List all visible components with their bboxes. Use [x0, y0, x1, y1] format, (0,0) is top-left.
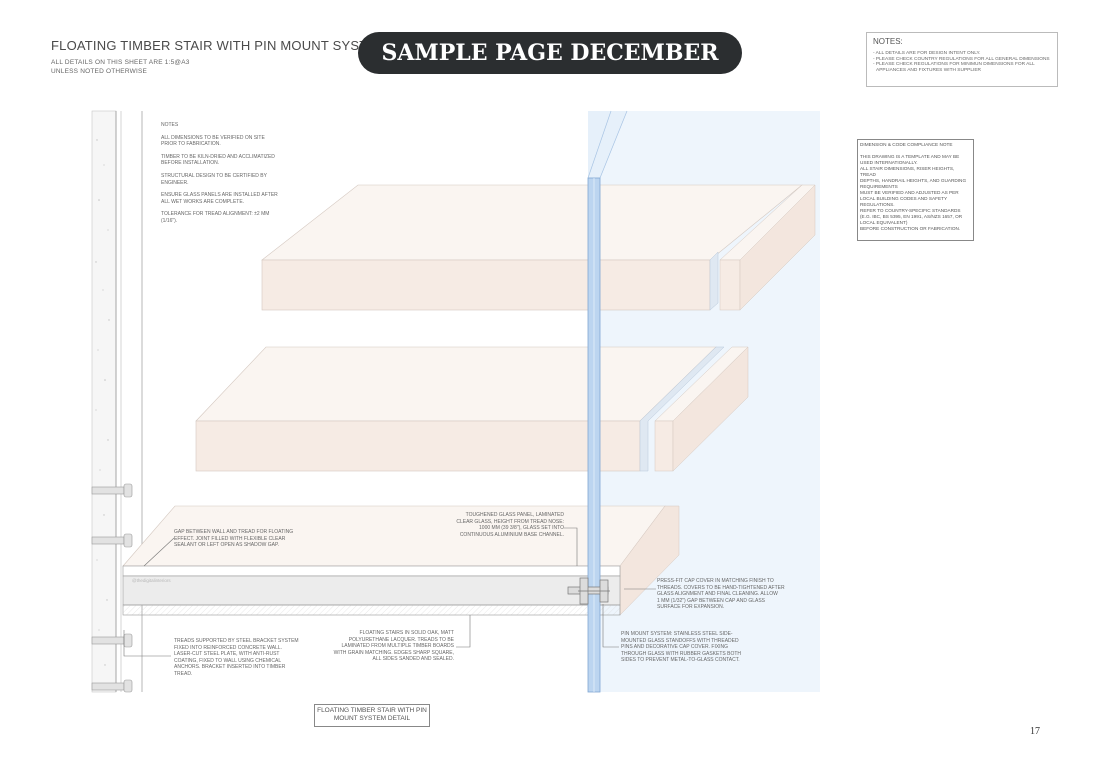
annotation-pin-mount: PIN MOUNT SYSTEM: STAINLESS STEEL SIDE- … [621, 631, 741, 664]
compliance-line: DEPTHS, HANDRAIL HEIGHTS, AND GUARDING [860, 178, 967, 183]
annotation-line: EFFECT. JOINT FILLED WITH FLEXIBLE CLEAR [174, 535, 286, 542]
annotation-line: GLASS ALIGNMENT AND FINAL CLEANING. ALLO… [657, 591, 778, 598]
annotation-oak-treads: FLOATING STAIRS IN SOLID OAK, MATT POLYU… [320, 630, 454, 663]
annotation-line: SIDES TO PREVENT METAL-TO-GLASS CONTACT. [621, 657, 740, 664]
annotation-line: LAMINATED FROM MULTIPLE TIMBER BOARDS [341, 643, 454, 650]
compliance-line: REQUIREMENTS [860, 184, 898, 189]
annotation-line: CLEAR GLASS, HEIGHT FROM TREAD NOSE: [456, 518, 564, 525]
notes-line: APPLIANCES AND FIXTURES WITH SUPPLIER [876, 67, 982, 73]
annotation-line: POLYURETHANE LACQUER. TREADS TO BE [348, 636, 454, 643]
compliance-line: USED INTERNATIONALLY. [860, 160, 918, 165]
notes-line: - PLEASE CHECK REGULATIONS FOR MINIMUN D… [873, 62, 1035, 68]
annotation-line: TREADS SUPPORTED BY STEEL BRACKET SYSTEM [174, 638, 299, 644]
annotation-line: SURFACE FOR EXPANSION. [657, 604, 725, 611]
note-line: PRIOR TO FABRICATION. [161, 141, 221, 148]
compliance-line: ALL STAIR DIMENSIONS, RISER HEIGHTS, TRE… [860, 166, 955, 177]
compliance-line: LOCAL EQUIVALENT) [860, 220, 908, 225]
annotation-glass-panel: TOUGHENED GLASS PANEL, LAMINATED CLEAR G… [444, 512, 564, 538]
annotation-line: PIN MOUNT SYSTEM: STAINLESS STEEL SIDE- [621, 631, 733, 637]
note-line: TIMBER TO BE KILN-DRIED AND ACCLIMATIZED [161, 153, 275, 160]
annotation-line: MOUNTED GLASS STANDOFFS WITH THREADED [621, 637, 739, 644]
annotation-line: 1 MM (1/32") GAP BETWEEN CAP AND GLASS [657, 597, 766, 604]
lower-tread [122, 505, 680, 616]
drawing-notes: NOTES ALL DIMENSIONS TO BE VERIFIED ON S… [161, 122, 278, 231]
annotation-line: FIXED INTO REINFORCED CONCRETE WALL. [174, 644, 283, 651]
annotation-line: TREAD. [174, 670, 193, 677]
sheet-title: FLOATING TIMBER STAIR WITH PIN MOUNT SYS… [51, 38, 368, 53]
annotation-line: FLOATING STAIRS IN SOLID OAK, MATT [359, 630, 454, 636]
sample-banner: SAMPLE PAGE DECEMBER [358, 32, 742, 74]
annotation-line: GAP BETWEEN WALL AND TREAD FOR FLOATING [174, 529, 294, 535]
detail-title-line: MOUNT SYSTEM DETAIL [333, 715, 411, 722]
annotation-line: COATING, FIXED TO WALL USING CHEMICAL [174, 657, 282, 664]
sheet-scale-note: ALL DETAILS ON THIS SHEET ARE 1:5@A3 [51, 59, 190, 66]
notes-heading: NOTES [161, 122, 179, 128]
wall-anchor-bolts [91, 483, 133, 693]
notes-heading: NOTES: [873, 37, 903, 46]
annotation-line: SEALANT OR LEFT OPEN AS SHADOW GAP. [174, 542, 280, 549]
annotation-line: THREADS. COVERS TO BE HAND-TIGHTENED AFT… [657, 584, 785, 591]
concrete-wall [91, 110, 117, 693]
page-number: 17 [1030, 726, 1040, 737]
annotation-line: 1000 MM (39 3/8"), GLASS SET INTO [479, 525, 564, 532]
note-line: BEFORE INSTALLATION. [161, 160, 220, 167]
watermark: @thedigitalinteriors [132, 578, 171, 583]
annotation-cap-cover: PRESS-FIT CAP COVER IN MATCHING FINISH T… [657, 578, 785, 611]
annotation-line: ANCHORS. BRACKET INSERTED INTO TIMBER [174, 664, 286, 671]
compliance-line: REGULATIONS. [860, 202, 895, 207]
annotation-line: LASER-CUT STEEL PLATE, WITH ANTI-RUST [174, 651, 280, 658]
annotation-line: ALL SIDES SANDED AND SEALED. [372, 656, 454, 663]
annotation-line: CONTINUOUS ALUMINIUM BASE CHANNEL. [459, 531, 564, 538]
note-line: (1/16"). [161, 217, 178, 224]
annotation-shadow-gap: GAP BETWEEN WALL AND TREAD FOR FLOATING … [174, 529, 293, 549]
compliance-heading: DIMENSION & CODE COMPLIANCE NOTE [860, 142, 953, 147]
note-line: ENGINEER. [161, 179, 189, 186]
note-line: ALL WET WORKS ARE COMPLETE. [161, 198, 245, 205]
general-notes-box: NOTES: - ALL DETAILS ARE FOR DESIGN INTE… [866, 32, 1058, 87]
compliance-line: BEFORE CONSTRUCTION OR FABRICATION. [860, 226, 961, 231]
annotation-line: PINS AND DECORATIVE CAP COVER. FIXING [621, 644, 729, 651]
detail-title-box: FLOATING TIMBER STAIR WITH PIN MOUNT SYS… [314, 704, 430, 727]
compliance-line: THIS DRAWING IS A TEMPLATE AND MAY BE [860, 154, 960, 159]
note-line: STRUCTURAL DESIGN TO BE CERTIFIED BY [161, 172, 267, 179]
note-line: TOLERANCE FOR TREAD ALIGNMENT: ±2 MM [161, 211, 270, 218]
leader-lines [123, 527, 656, 657]
compliance-line: LOCAL BUILDING CODES AND SAFETY [860, 196, 948, 201]
sheet-scale-note-2: UNLESS NOTED OTHERWISE [51, 68, 148, 75]
annotation-line: WITH GRAIN MATCHING. EDGES SHARP SQUARE, [333, 649, 454, 656]
annotation-line: PRESS-FIT CAP COVER IN MATCHING FINISH T… [657, 578, 774, 584]
compliance-line: REFER TO COUNTRY-SPECIFIC STANDARDS [860, 208, 961, 213]
notes-line: - ALL DETAILS ARE FOR DESIGN INTENT ONLY… [873, 51, 981, 56]
note-line: ALL DIMENSIONS TO BE VERIFIED ON SITE [161, 134, 265, 141]
annotation-line: THROUGH GLASS WITH RUBBER GASKETS BOTH [621, 650, 742, 657]
middle-tread [195, 346, 749, 472]
annotation-line: TOUGHENED GLASS PANEL, LAMINATED [465, 512, 564, 518]
detail-title-line: FLOATING TIMBER STAIR WITH PIN [317, 707, 427, 714]
compliance-line: MUST BE VERIFIED AND ADJUSTED AS PER [860, 190, 959, 195]
upper-tread [261, 184, 816, 311]
annotation-steel-bracket: TREADS SUPPORTED BY STEEL BRACKET SYSTEM… [174, 638, 299, 678]
glass-zone-top [588, 111, 627, 178]
note-line: ENSURE GLASS PANELS ARE INSTALLED AFTER [161, 192, 278, 199]
pin-mount-fixing [567, 577, 610, 605]
notes-line: - PLEASE CHECK COUNTRY REGULATIONS FOR A… [873, 56, 1050, 62]
compliance-note-box: DIMENSION & CODE COMPLIANCE NOTE THIS DR… [857, 139, 974, 241]
compliance-line: (E.G. IBC, BS 5395, EN 1991, AS/NZS 1657… [860, 214, 963, 219]
